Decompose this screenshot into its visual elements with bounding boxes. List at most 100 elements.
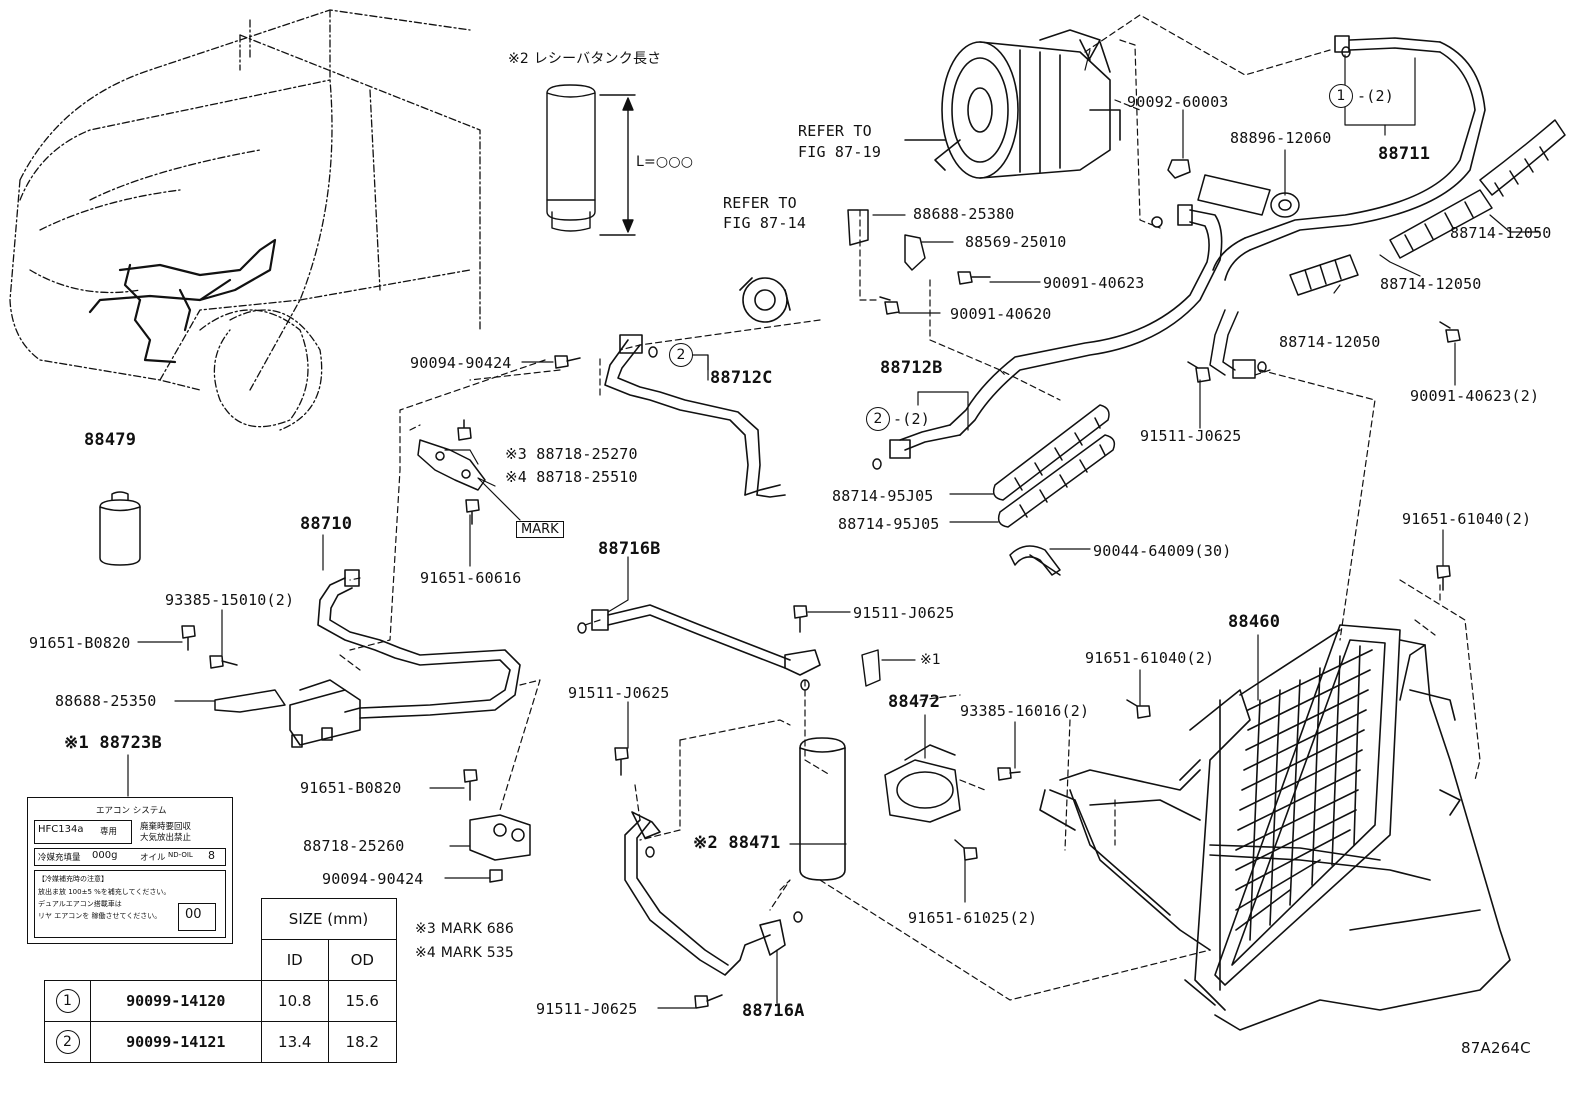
label-length-value: L=○○○: [636, 154, 694, 170]
o-ring-g: [800, 679, 810, 691]
label-91651-61025: 91651-61025(2): [908, 909, 1038, 927]
row-od: 18.2: [328, 1021, 397, 1063]
label-90091-40623-2: 90091-40623(2): [1410, 387, 1540, 405]
label-card-warn1: 廃棄時要回収: [140, 822, 192, 832]
label-91511-j0625-d: 91511-J0625: [536, 1000, 638, 1018]
bolts: [181, 271, 1461, 1009]
label-90091-40620: 90091-40620: [950, 305, 1052, 323]
label-88714-95j05-a: 88714-95J05: [832, 487, 934, 505]
bracket-88718-25260: [469, 814, 531, 861]
row-od: 15.6: [328, 980, 397, 1022]
receiver-88471: [799, 737, 846, 881]
label-88718-25270: ※3 88718-25270: [505, 445, 638, 463]
label-88471: ※2 88471: [693, 833, 781, 853]
truck-cab-outline: [9, 9, 481, 431]
label-note-4: ※4 MARK 535: [415, 945, 515, 961]
label-93385-15010: 93385-15010(2): [165, 591, 295, 609]
assembly-dash-lines: [339, 14, 1481, 1001]
label-fig-87-14: FIG 87-14: [723, 214, 807, 232]
label-card-box: 00: [185, 907, 202, 922]
label-88714-12050-c: 88714-12050: [1279, 333, 1381, 351]
label-88688-25380: 88688-25380: [913, 205, 1015, 223]
compressor: [934, 29, 1121, 179]
caution-label-88723B: エアコン システム HFC134a 専用 廃棄時要回収 大気放出禁止 冷媒充填量…: [27, 797, 233, 944]
label-88712C: 88712C: [710, 368, 773, 388]
label-card-oil-label: オイル: [140, 853, 166, 863]
label-card-dedicated: 専用: [100, 827, 118, 837]
clamp-88896: [1197, 174, 1300, 218]
label-93385-16016: 93385-16016(2): [960, 702, 1090, 720]
label-card-warn2: 大気放出禁止: [140, 833, 192, 843]
pipe-88716B: [591, 604, 821, 676]
row-id: 10.8: [260, 980, 329, 1022]
label-refer-to-a: REFER TO: [798, 122, 872, 140]
o-ring-h: [645, 846, 655, 858]
label-91651-61040-a: 91651-61040(2): [1402, 510, 1532, 528]
label-88712B: 88712B: [880, 358, 943, 378]
o-ring-e: [648, 346, 658, 358]
o-ring-f: [577, 622, 587, 634]
label-88688-25350: 88688-25350: [55, 692, 157, 710]
circle-marker-1: 1: [1329, 84, 1353, 108]
o-ring-a: [1151, 216, 1163, 228]
label-fig-87-19: FIG 87-19: [798, 143, 882, 161]
label-88718-25510: ※4 88718-25510: [505, 468, 638, 486]
label-receiver-length: ※2 レシーバタンク長さ: [508, 51, 662, 67]
table-row: 2 90099-14121 13.4 18.2: [44, 1021, 397, 1063]
label-card-note1: 放出ま放 100±5 %を補充してください。: [38, 888, 171, 896]
row-part-number: 90099-14121: [90, 1021, 262, 1063]
label-mark: MARK: [516, 521, 564, 538]
label-91651-61040-b: 91651-61040(2): [1085, 649, 1215, 667]
label-note-3: ※3 MARK 686: [415, 921, 515, 937]
tie-90044: [1009, 545, 1061, 576]
hose-protectors: [1289, 119, 1566, 296]
label-refer-to-b: REFER TO: [723, 194, 797, 212]
table-row: 1 90099-14120 10.8 15.6: [44, 980, 397, 1022]
o-ring-b: [1341, 46, 1351, 58]
size-table-col-od: OD: [328, 939, 397, 981]
label-88479: 88479: [84, 430, 137, 450]
label-88723B: ※1 88723B: [64, 733, 162, 753]
label-88460: 88460: [1228, 612, 1281, 632]
label-circle2-qty: -(2): [893, 410, 930, 428]
label-91651-b0820-b: 91651-B0820: [300, 779, 402, 797]
label-card-note3: リヤ エアコンを 稼働させてください。: [38, 912, 162, 920]
oil-can-88479: [99, 491, 141, 566]
label-90091-40623: 90091-40623: [1043, 274, 1145, 292]
label-88896-12060: 88896-12060: [1230, 129, 1332, 147]
row-id: 13.4: [260, 1021, 329, 1063]
receiver-length-figure: [546, 84, 636, 236]
label-card-charge-value: 000g: [92, 850, 118, 861]
label-card-oil-name: ND-OIL: [168, 851, 193, 859]
label-91511-j0625-c: 91511-J0625: [568, 684, 670, 702]
label-circle1-qty: -(2): [1357, 87, 1394, 105]
label-91651-b0820-a: 91651-B0820: [29, 634, 131, 652]
label-91651-60616: 91651-60616: [420, 569, 522, 587]
circle-marker-2a: 2: [669, 343, 693, 367]
cap-90092: [1167, 159, 1191, 179]
label-88569-25010: 88569-25010: [965, 233, 1067, 251]
leader-lines: [127, 49, 1541, 1009]
label-88718-25260: 88718-25260: [303, 837, 405, 855]
row-mark: 2: [55, 1030, 80, 1054]
label-91511-j0625-a: 91511-J0625: [1140, 427, 1242, 445]
label-90094-90424-a: 90094-90424: [410, 354, 512, 372]
row-part-number: 90099-14120: [90, 980, 262, 1022]
hose-88712B: [889, 204, 1223, 459]
o-ring-d: [872, 458, 882, 470]
o-ring-i: [793, 911, 803, 923]
label-88714-12050-a: 88714-12050: [1450, 224, 1552, 242]
circle-marker-2b: 2: [866, 407, 890, 431]
bracket-88718-25270: [417, 439, 486, 491]
label-card-note2: デュアルエアコン搭載車は: [38, 900, 122, 908]
label-card-charge-label: 冷媒充填量: [38, 853, 81, 863]
pipe-88716A: [624, 811, 786, 976]
label-88714-95j05-b: 88714-95J05: [838, 515, 940, 533]
figure-code: 87A264C: [1461, 1039, 1531, 1057]
label-90092-60003: 90092-60003: [1127, 93, 1229, 111]
label-88472: 88472: [888, 692, 941, 712]
label-88716A: 88716A: [742, 1001, 805, 1021]
hose-size-table: SIZE (mm) ID OD 1 90099-14120 10.8 15.6 …: [44, 898, 397, 1063]
